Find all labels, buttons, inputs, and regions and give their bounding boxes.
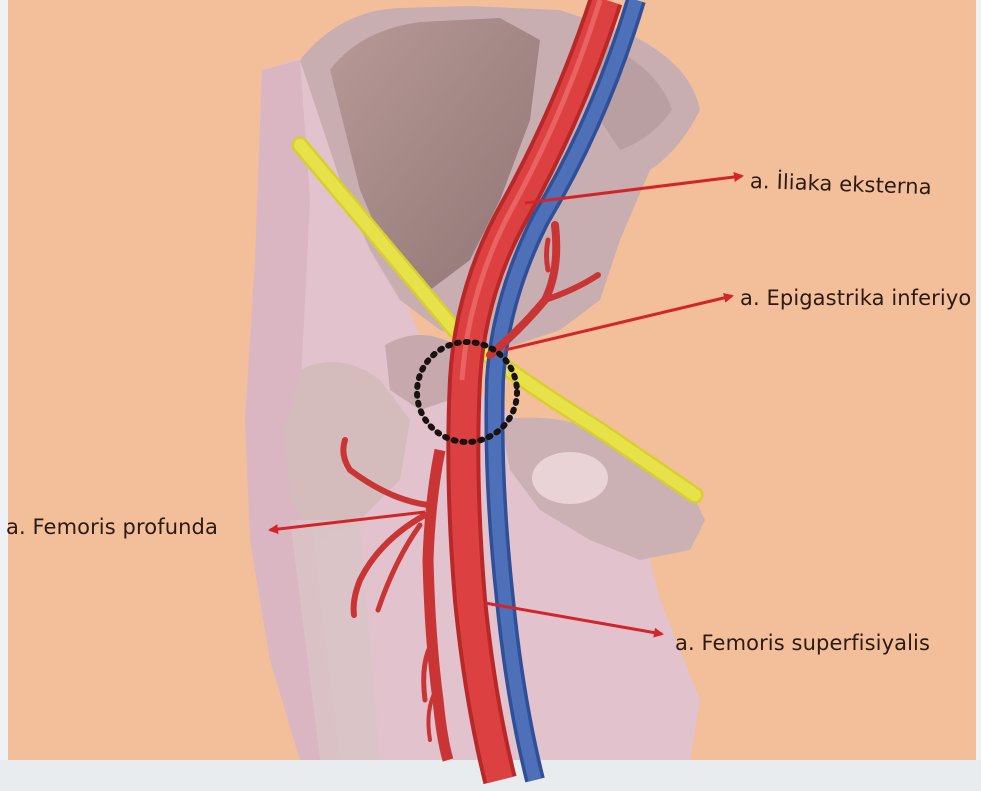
obturator-foramen bbox=[532, 452, 608, 504]
label-femoris-profunda: a. Femoris profunda bbox=[6, 515, 218, 539]
label-epigastrica-inferior: a. Epigastrika inferiyo bbox=[740, 286, 971, 310]
label-femoris-superficialis: a. Femoris superfisiyalis bbox=[675, 631, 930, 655]
epigastric-twig bbox=[547, 240, 549, 270]
